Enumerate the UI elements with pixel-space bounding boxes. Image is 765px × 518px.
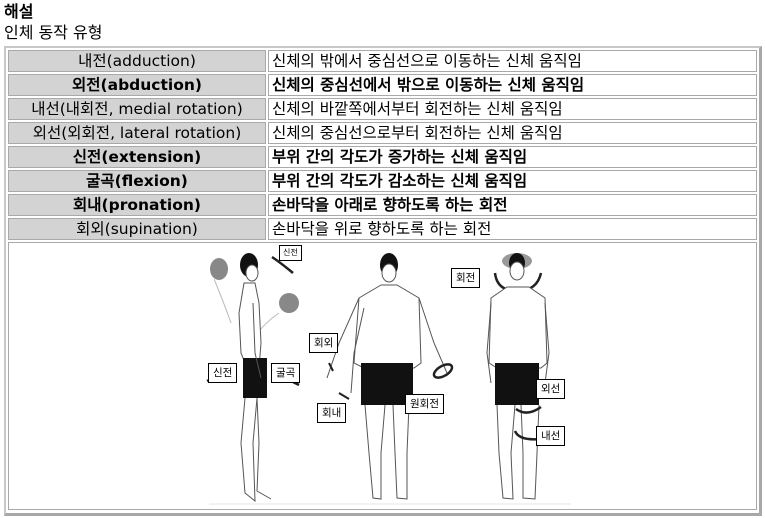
table-row: 외전(abduction) 신체의 중심선에서 밖으로 이동하는 신체 움직임 — [8, 74, 757, 96]
term-cell: 회내(pronation) — [8, 194, 266, 216]
front-view-figure — [326, 253, 454, 500]
term-cell: 내선(내회전, medial rotation) — [8, 98, 266, 120]
description-cell: 손바닥을 아래로 향하도록 하는 회전 — [268, 194, 757, 216]
description-cell: 손바닥을 위로 향하도록 하는 회전 — [268, 218, 757, 240]
movement-types-table: 내전(adduction) 신체의 밖에서 중심선으로 이동하는 신체 움직임 … — [4, 46, 762, 516]
pronation-label: 회내 — [317, 403, 347, 423]
term-cell: 신전(extension) — [8, 146, 266, 168]
term-cell: 외전(abduction) — [8, 74, 266, 96]
table-row: 내선(내회전, medial rotation) 신체의 바깥쪽에서부터 회전하… — [8, 98, 757, 120]
table-row: 내전(adduction) 신체의 밖에서 중심선으로 이동하는 신체 움직임 — [8, 50, 757, 72]
term-cell: 굴곡(flexion) — [8, 170, 266, 192]
description-cell: 신체의 중심선에서 밖으로 이동하는 신체 움직임 — [268, 74, 757, 96]
description-cell: 신체의 중심선으로부터 회전하는 신체 움직임 — [268, 122, 757, 144]
figure-row: 신전 신전 굴곡 회외 회내 원회전 회전 외선 내선 — [8, 242, 757, 510]
table-row: 회외(supination) 손바닥을 위로 향하도록 하는 회전 — [8, 218, 757, 240]
table-row: 회내(pronation) 손바닥을 아래로 향하도록 하는 회전 — [8, 194, 757, 216]
body-movement-figure: 신전 신전 굴곡 회외 회내 원회전 회전 외선 내선 — [8, 242, 757, 510]
description-cell: 부위 간의 각도가 감소하는 신체 움직임 — [268, 170, 757, 192]
figure-canvas: 신전 신전 굴곡 회외 회내 원회전 회전 외선 내선 — [9, 243, 756, 509]
section-title: 해설 — [4, 2, 34, 21]
side-view-figure — [206, 253, 300, 503]
description-cell: 신체의 바깥쪽에서부터 회전하는 신체 움직임 — [268, 98, 757, 120]
medial-rotation-label: 내선 — [536, 426, 566, 446]
section-subtitle: 인체 동작 유형 — [4, 23, 103, 42]
rotation-view-figure — [486, 253, 550, 500]
human-figures-illustration — [206, 253, 571, 505]
circumduction-label: 원회전 — [405, 394, 444, 414]
table-row: 굴곡(flexion) 부위 간의 각도가 감소하는 신체 움직임 — [8, 170, 757, 192]
table-row: 신전(extension) 부위 간의 각도가 증가하는 신체 움직임 — [8, 146, 757, 168]
hip-flexion-label: 굴곡 — [271, 363, 301, 383]
term-cell: 회외(supination) — [8, 218, 266, 240]
hip-extension-label: 신전 — [208, 363, 238, 383]
table-row: 외선(외회전, lateral rotation) 신체의 중심선으로부터 회전… — [8, 122, 757, 144]
lateral-rotation-label: 외선 — [536, 379, 566, 399]
term-cell: 내전(adduction) — [8, 50, 266, 72]
description-cell: 부위 간의 각도가 증가하는 신체 움직임 — [268, 146, 757, 168]
description-cell: 신체의 밖에서 중심선으로 이동하는 신체 움직임 — [268, 50, 757, 72]
term-cell: 외선(외회전, lateral rotation) — [8, 122, 266, 144]
supination-label: 회외 — [309, 333, 339, 353]
neck-extension-label: 신전 — [279, 245, 302, 261]
head-rotation-label: 회전 — [451, 268, 481, 288]
